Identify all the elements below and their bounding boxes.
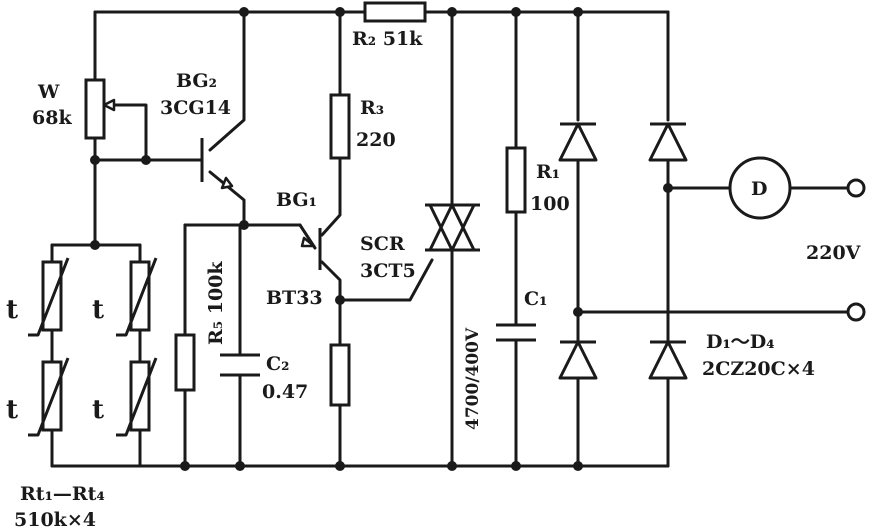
label-c2-value: 0.47 [262, 381, 308, 403]
label-rt-value: 510k×4 [14, 509, 96, 529]
label-r1-name: R₁ [536, 161, 560, 183]
label-bg1-type: BT33 [266, 287, 323, 309]
label-w-name: W [37, 81, 60, 103]
label-rt-name: Rt₁—Rt₄ [20, 483, 105, 505]
label-thermistor-3: t [6, 395, 18, 425]
terminal-top [846, 178, 866, 198]
wiring [50, 10, 850, 468]
resistor-b1 [329, 343, 351, 407]
label-r1-value: 100 [530, 193, 570, 215]
label-r3-value: 220 [356, 129, 396, 151]
thermistor-rt1 [28, 257, 70, 337]
thermistor-rt3 [28, 357, 70, 437]
thermistor-rt2 [116, 257, 158, 337]
label-voltage: 220V [806, 242, 862, 264]
label-thermistor-4: t [92, 395, 104, 425]
resistor-r1 [505, 146, 527, 214]
label-scr-type: 3CT5 [360, 260, 416, 282]
label-bg2-type: 3CG14 [160, 97, 231, 119]
pot-wiper-arrow [102, 98, 116, 112]
motor-d [728, 156, 792, 220]
terminal-bottom [846, 302, 866, 322]
transistor-bg2 [200, 138, 234, 190]
label-thermistor-1: t [6, 295, 18, 325]
diode-d3 [558, 340, 598, 380]
label-bg2-name: BG₂ [176, 70, 217, 92]
capacitor-c1 [496, 323, 536, 342]
label-thermistor-2: t [92, 295, 104, 325]
diode-d2 [648, 122, 688, 162]
label-diodes-name: D₁～D₄ [706, 331, 775, 353]
label-c1-name: C₁ [524, 288, 547, 310]
label-r3-name: R₃ [360, 97, 384, 119]
label-r2: R₂ 51k [352, 28, 423, 50]
label-c2-name: C₂ [266, 353, 289, 375]
scr-thyristor [425, 203, 480, 252]
thermistor-rt4 [116, 357, 158, 437]
capacitor-c2 [220, 353, 260, 377]
resistor-r3 [329, 93, 351, 160]
label-c1-rating: 4700/400V [463, 327, 483, 430]
resistor-r2 [363, 1, 427, 23]
label-motor: D [751, 178, 767, 200]
diode-d1 [558, 122, 598, 162]
labels: W 68k BG₂ 3CG14 R₂ 51k R₃ 220 BG₁ BT33 S… [6, 28, 862, 529]
label-scr-name: SCR [360, 233, 405, 255]
label-bg1-name: BG₁ [276, 189, 317, 211]
label-r5: R₅ 100k [205, 261, 227, 345]
resistor-r5 [174, 333, 196, 392]
label-w-value: 68k [32, 107, 72, 129]
junction-dots [90, 7, 673, 471]
ujt-bg1 [300, 228, 322, 270]
diode-d4 [648, 340, 688, 380]
label-diodes-type: 2CZ20C×4 [702, 358, 815, 380]
potentiometer-w [84, 78, 106, 140]
